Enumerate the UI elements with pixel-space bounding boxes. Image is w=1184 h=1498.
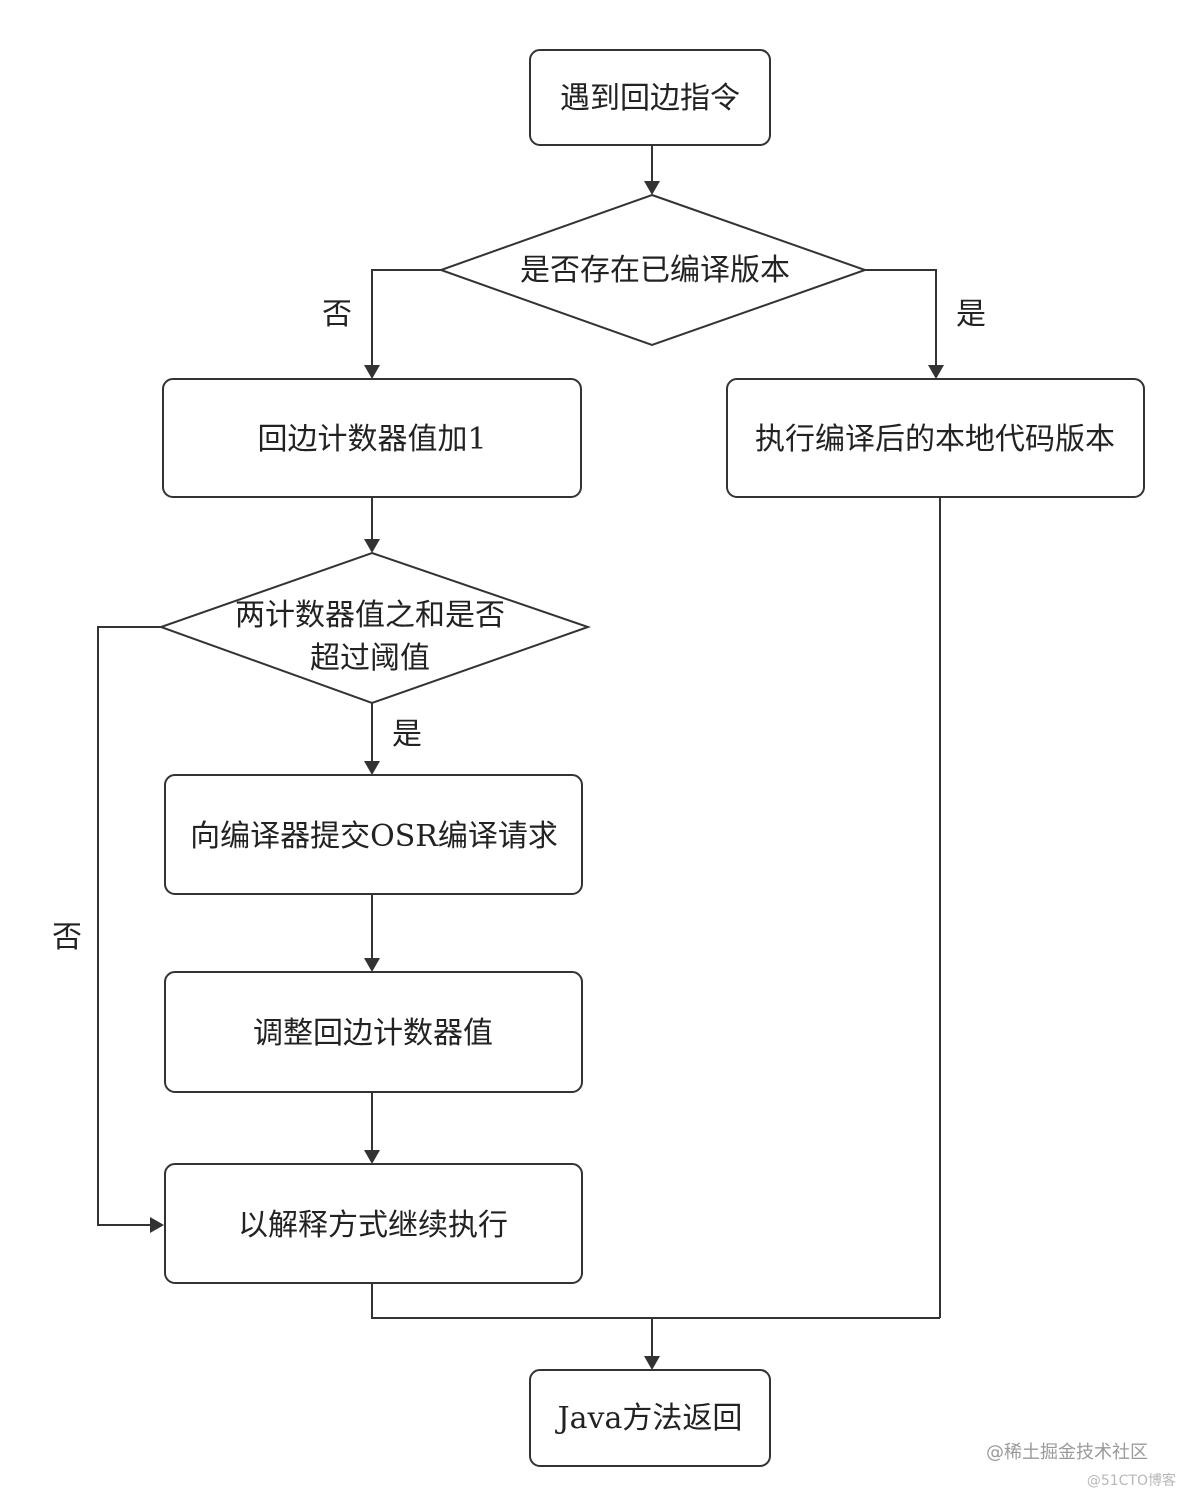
node-box xyxy=(164,1163,583,1284)
node-java-method-return: Java方法返回 xyxy=(529,1369,771,1467)
arrowhead xyxy=(364,539,380,553)
decision-label-line1: 两计数器值之和是否 xyxy=(235,598,505,633)
arrowhead xyxy=(364,761,380,775)
decision-diamond xyxy=(438,193,869,347)
node-label: 向编译器提交OSR编译请求 xyxy=(190,819,558,854)
arrowhead xyxy=(644,181,660,195)
node-continue-interpreting: 以解释方式继续执行 xyxy=(164,1163,583,1284)
node-label: 回边计数器值加1 xyxy=(257,422,486,457)
decision-diamond xyxy=(158,551,592,705)
arrowhead xyxy=(928,365,944,379)
node-label: Java方法返回 xyxy=(555,1401,743,1436)
node-label: 调整回边计数器值 xyxy=(253,1016,493,1051)
node-box xyxy=(162,378,582,498)
node-box xyxy=(726,378,1145,498)
decision-has-compiled-version: 是否存在已编译版本 xyxy=(438,193,869,347)
arrowhead xyxy=(644,1356,660,1370)
edge-label-compiled-no: 否 xyxy=(322,297,352,332)
arrowhead xyxy=(364,365,380,379)
edge-label-compiled-yes: 是 xyxy=(956,297,986,332)
node-execute-native-version: 执行编译后的本地代码版本 xyxy=(726,378,1145,498)
decision-threshold-check: 两计数器值之和是否 超过阈值 xyxy=(158,551,592,705)
node-submit-osr-request: 向编译器提交OSR编译请求 xyxy=(164,774,583,895)
edge-label-threshold-yes: 是 xyxy=(392,717,422,752)
edge-label-threshold-no: 否 xyxy=(52,920,82,955)
edge-compiled-no-to-increment xyxy=(371,269,441,367)
node-increment-counter: 回边计数器值加1 xyxy=(162,378,582,498)
arrowhead xyxy=(150,1217,164,1233)
node-label: 以解释方式继续执行 xyxy=(238,1208,508,1243)
edge-threshold-no-to-interpret xyxy=(97,626,161,1226)
node-adjust-counter: 调整回边计数器值 xyxy=(164,971,583,1093)
arrowhead xyxy=(364,958,380,972)
edge-compiled-yes-to-native xyxy=(865,269,937,367)
edge-interpret-to-merge xyxy=(371,1283,940,1319)
node-box xyxy=(529,1369,771,1467)
node-label: 遇到回边指令 xyxy=(560,81,740,116)
node-label: 执行编译后的本地代码版本 xyxy=(755,422,1115,457)
node-box xyxy=(529,49,771,146)
decision-label: 是否存在已编译版本 xyxy=(520,253,790,288)
watermark-sub: @51CTO博客 xyxy=(1087,1472,1176,1489)
arrowhead xyxy=(364,1150,380,1164)
node-encounter-back-edge: 遇到回边指令 xyxy=(529,49,771,146)
node-box xyxy=(164,774,583,895)
edges xyxy=(97,145,944,1370)
decision-label-line2: 超过阈值 xyxy=(310,641,430,676)
node-box xyxy=(164,971,583,1093)
watermark-main: @稀土掘金技术社区 xyxy=(986,1442,1148,1463)
